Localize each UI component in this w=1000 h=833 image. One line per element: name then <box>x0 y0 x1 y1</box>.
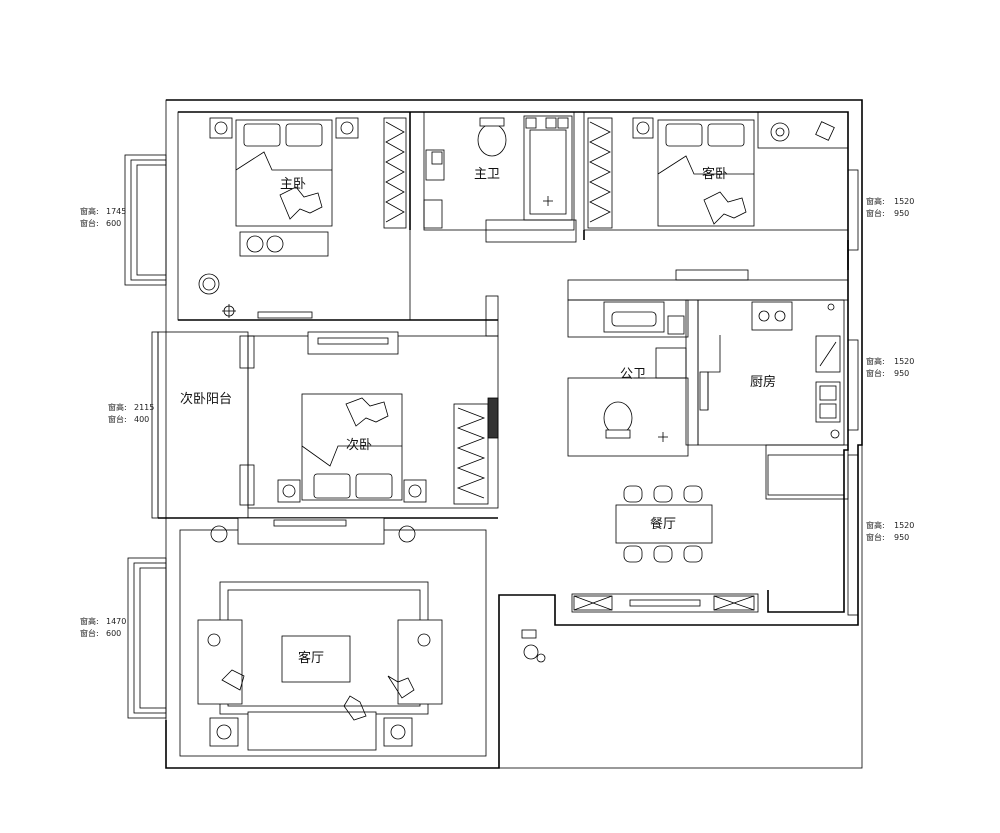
window-sill-value: 950 <box>894 209 909 218</box>
public-bath-fixtures <box>603 301 687 442</box>
kitchen-fixtures <box>699 301 841 439</box>
window-height-label: 窗高: <box>866 520 885 530</box>
window-height-label: 窗高: <box>108 402 127 412</box>
window-sill-label: 窗台: <box>866 368 885 378</box>
second-bed <box>277 393 427 503</box>
master-bedroom-walls <box>177 111 499 337</box>
window-height-value: 2115 <box>134 403 154 412</box>
window-sill-label: 窗台: <box>80 218 99 228</box>
nightstands <box>209 117 359 139</box>
dining-table <box>615 485 713 563</box>
master-wardrobe <box>383 117 407 229</box>
window-sill-value: 600 <box>106 629 121 638</box>
sideboard <box>571 593 759 613</box>
window-sill-label: 窗台: <box>108 414 127 424</box>
guest-bed <box>632 117 835 227</box>
label-dining: 餐厅 <box>650 516 676 532</box>
window-height-label: 窗高: <box>866 196 885 206</box>
bench <box>239 231 329 257</box>
window-height-label: 窗高: <box>80 206 99 216</box>
master-bath-fixtures <box>423 115 573 229</box>
label-master-bath: 主卫 <box>474 167 500 182</box>
windows <box>124 154 859 719</box>
entrance <box>521 629 546 663</box>
window-height-value: 1520 <box>894 197 914 206</box>
window-sill-value: 600 <box>106 219 121 228</box>
window-note-right-bottom: 窗高: 1520 窗台: 950 <box>866 520 914 542</box>
window-note-left-mid: 窗高: 2115 窗台: 400 <box>108 402 154 424</box>
window-height-value: 1470 <box>106 617 126 626</box>
window-height-value: 1745 <box>106 207 126 216</box>
window-note-left-bottom: 窗高: 1470 窗台: 600 <box>80 616 126 638</box>
window-note-right-mid: 窗高: 1520 窗台: 950 <box>866 356 914 378</box>
window-sill-label: 窗台: <box>866 208 885 218</box>
window-height-value: 1520 <box>894 521 914 530</box>
second-wardrobe <box>453 397 499 505</box>
label-second-bedroom: 次卧 <box>346 437 372 453</box>
second-tv <box>307 331 399 355</box>
master-tv <box>257 311 313 319</box>
window-sill-value: 950 <box>894 533 909 542</box>
label-guest-bedroom: 客卧 <box>702 166 728 182</box>
window-note-right-top: 窗高: 1520 窗台: 950 <box>866 196 914 218</box>
living-tv <box>210 517 416 545</box>
window-sill-value: 400 <box>134 415 149 424</box>
window-height-label: 窗高: <box>80 616 99 626</box>
label-living: 客厅 <box>298 650 324 666</box>
label-public-bath: 公卫 <box>620 367 646 382</box>
guest-wardrobe <box>587 117 613 229</box>
label-kitchen: 厨房 <box>750 374 776 390</box>
sofa-set <box>197 619 443 751</box>
master-bed <box>235 119 333 227</box>
hall-cabinet <box>675 269 749 281</box>
window-height-value: 1520 <box>894 357 914 366</box>
armchair <box>198 273 236 318</box>
window-sill-label: 窗台: <box>866 532 885 542</box>
fridge <box>767 454 845 496</box>
window-sill-label: 窗台: <box>80 628 99 638</box>
window-height-label: 窗高: <box>866 356 885 366</box>
window-note-left-top: 窗高: 1745 窗台: 600 <box>80 206 126 228</box>
label-master-bedroom: 主卧 <box>280 177 306 192</box>
label-second-balcony: 次卧阳台 <box>180 391 232 407</box>
window-sill-value: 950 <box>894 369 909 378</box>
